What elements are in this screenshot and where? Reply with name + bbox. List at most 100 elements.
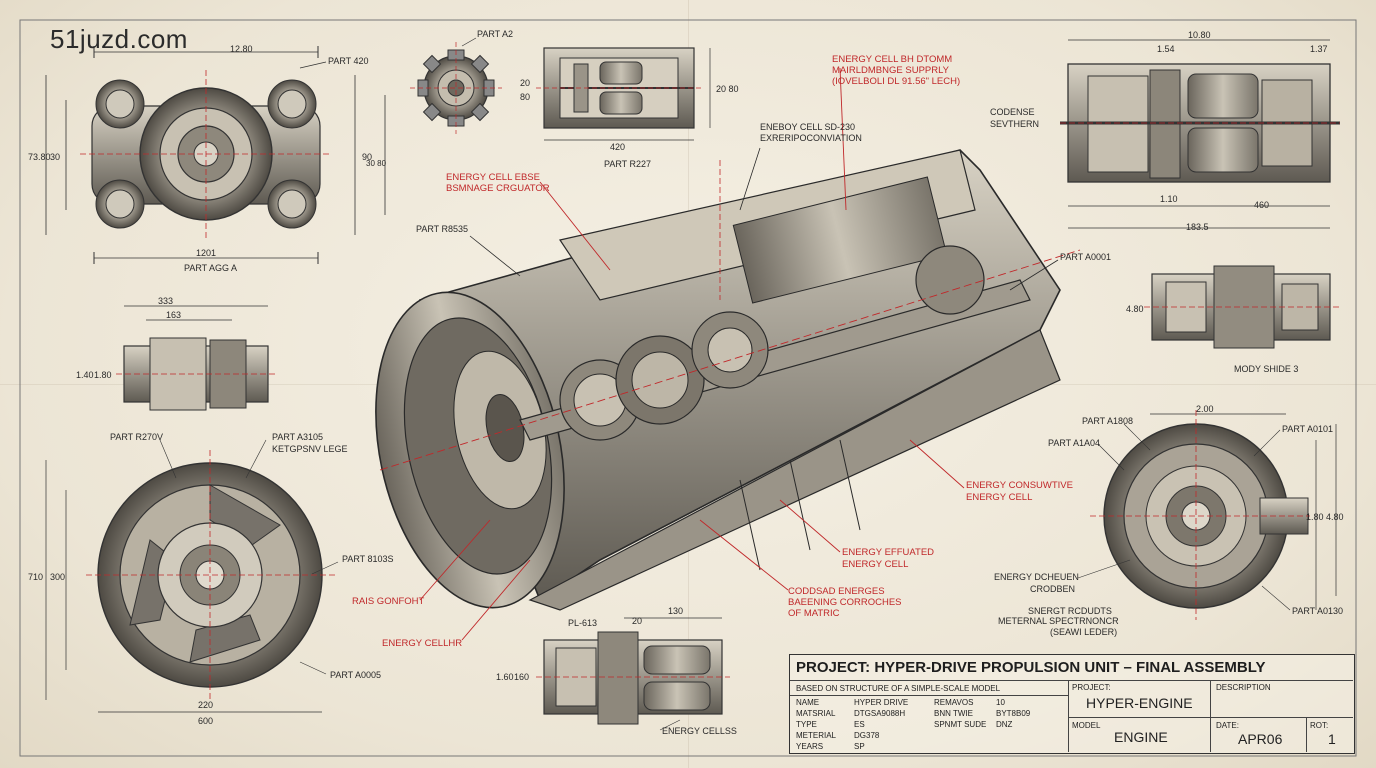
dim-label: 1.40 — [76, 370, 94, 380]
callout-label: ENERGY CELL — [966, 492, 1032, 503]
spec-key: METERIAL — [796, 731, 837, 740]
dim-label: 220 — [198, 700, 213, 710]
callout-label: EXRERIPOCONVIATION — [760, 133, 862, 143]
note-label: CODENSE — [990, 107, 1035, 117]
dim-label: 1.60 — [496, 672, 514, 682]
sheet-border — [19, 19, 1357, 757]
dim-label: 20 — [632, 616, 642, 626]
spec-value: HYPER DRIVE — [854, 698, 909, 707]
top-right-view — [1060, 39, 1340, 229]
callout-label: BSMNAGE CRGUATOR — [446, 183, 550, 194]
dim-label: 333 — [158, 296, 173, 306]
right-bottom-view — [1077, 410, 1337, 620]
spec-value: DG378 — [854, 731, 880, 740]
watermark: 51juzd.com — [50, 24, 188, 54]
callout-label: PART A0001 — [1060, 252, 1111, 262]
note-label: (SEAWI LEDER) — [1050, 627, 1117, 637]
dim-label: 1201 — [196, 248, 216, 258]
part-label: PART A1A04 — [1048, 438, 1100, 448]
dim-label: 10.80 — [1188, 30, 1211, 40]
spec-value: ES — [854, 720, 865, 729]
divider — [1210, 680, 1211, 752]
divider — [790, 680, 1353, 681]
part-label: PART 420 — [328, 56, 369, 66]
dim-label: 600 — [198, 716, 213, 726]
spec-value: SP — [854, 742, 865, 751]
dim-label: 90 — [362, 152, 372, 162]
note-label: SNERGT RCDUDTS — [1028, 606, 1112, 616]
callout-label: ENERGY EFFUATED — [842, 547, 934, 558]
part-label: PART A0101 — [1282, 424, 1333, 434]
part-label: PART A1808 — [1082, 416, 1133, 426]
spec-key: SPNMT SUDE — [934, 720, 987, 729]
model-label: MODEL — [1072, 721, 1101, 730]
dim-label: 2.00 — [1196, 404, 1214, 414]
left-mid-view — [116, 305, 276, 411]
part-label: PART A0130 — [1292, 606, 1343, 616]
callout-label: OF MATRIC — [788, 608, 840, 619]
spec-value: DNZ — [996, 720, 1013, 729]
spec-key: YEARS — [796, 742, 824, 751]
view-caption: MODY SHIDE 3 — [1234, 364, 1298, 374]
spec-key: REMAVOS — [934, 698, 974, 707]
right-mid-view — [1144, 265, 1340, 349]
part-label: PART R270V — [110, 432, 163, 442]
based-note: BASED ON STRUCTURE OF A SIMPLE-SCALE MOD… — [796, 684, 1001, 693]
drawing-title: PROJECT: HYPER-DRIVE PROPULSION UNIT – F… — [796, 659, 1266, 676]
dim-label: 300 — [50, 572, 65, 582]
dim-label: 163 — [166, 310, 181, 320]
dim-label: 1.80 — [1306, 512, 1324, 522]
part-label: PART A2 — [477, 29, 513, 39]
dim-label: 20 80 — [716, 84, 739, 94]
callout-label: PART R8535 — [416, 224, 468, 234]
dim-label: 4.80 — [1126, 304, 1144, 314]
date-label: DATE: — [1216, 721, 1239, 730]
divider — [1068, 717, 1353, 718]
project-label: PROJECT: — [1072, 683, 1111, 692]
callout-label: ENERGY CELLHR — [382, 638, 462, 649]
dim-label: 12.80 — [230, 44, 253, 54]
left-bottom-view — [45, 439, 339, 713]
dim-label: 1.10 — [1160, 194, 1178, 204]
date-value: APR06 — [1238, 731, 1283, 747]
callout-label: (IOVELBOLI DL 91.56" LECH) — [832, 76, 960, 87]
dim-label: 1.54 — [1157, 44, 1175, 54]
rot-value: 1 — [1328, 731, 1336, 747]
dim-label: 1.37 — [1310, 44, 1328, 54]
main-cutaway-assembly — [375, 67, 1081, 641]
bottom-mid-view — [536, 617, 730, 731]
callout-label: MAIRLDMBNGE SUPPRLY — [832, 65, 950, 76]
top-small-gear-view — [410, 37, 502, 134]
view-caption: PART AGG A — [184, 263, 237, 273]
spec-key: NAME — [796, 698, 820, 707]
note-label: CRODBEN — [1030, 584, 1075, 594]
dim-label: 20 — [520, 78, 530, 88]
view-caption: ENERGY CELLSS — [662, 726, 737, 736]
callout-label: BAEENING CORROCHES — [788, 597, 902, 608]
callout-label: ENERGY CELL BH DTOMM — [832, 54, 952, 65]
note-label: SEVTHERN — [990, 119, 1039, 129]
note-label: ENERGY DCHEUEN — [994, 572, 1079, 582]
dim-label: 1.80 — [94, 370, 112, 380]
callout-label: ENERGY CONSUWTIVE — [966, 480, 1073, 491]
dim-label: 460 — [1254, 200, 1269, 210]
rot-label: ROT: — [1310, 721, 1329, 730]
part-label: KETGPSNV LEGE — [272, 444, 348, 454]
divider — [1306, 717, 1307, 752]
callout-label: ENERGY CELL — [842, 559, 908, 570]
dim-label: 183.5 — [1186, 222, 1209, 232]
dim-label: 710 — [28, 572, 43, 582]
dim-label: 420 — [610, 142, 625, 152]
top-mid-view — [536, 47, 711, 141]
dim-label: 30 80 — [366, 159, 387, 168]
dim-label: 80 — [520, 92, 530, 102]
part-label: PL-613 — [568, 618, 597, 628]
spec-key: MATSRIAL — [796, 709, 836, 718]
part-label: PART 8103S — [342, 554, 394, 564]
spec-key: BNN TWIE — [934, 709, 973, 718]
dim-label: 160 — [514, 672, 529, 682]
spec-value: 10 — [996, 698, 1005, 707]
project-value: HYPER-ENGINE — [1086, 695, 1193, 711]
title-block: PROJECT: HYPER-DRIVE PROPULSION UNIT – F… — [789, 654, 1355, 754]
